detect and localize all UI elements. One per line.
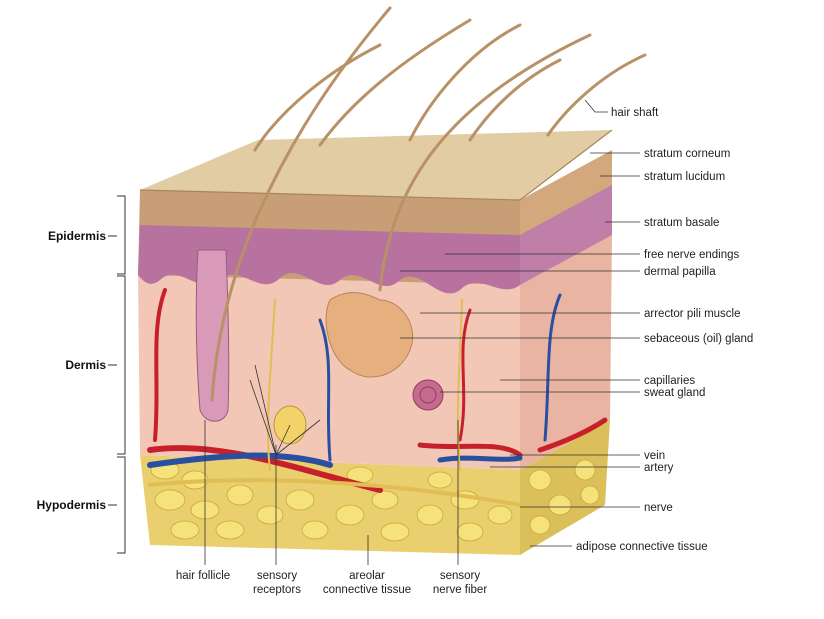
label-epidermis: Epidermis (48, 229, 106, 243)
label-sebaceous-gland: sebaceous (oil) gland (644, 333, 753, 345)
hair-follicle-shape (195, 249, 230, 422)
label-hair-shaft: hair shaft (611, 107, 659, 119)
label-sensory-receptors-line1: sensory (257, 570, 298, 582)
label-arrector-pili-muscle: arrector pili muscle (644, 308, 741, 320)
sebaceous-gland-shape (325, 292, 414, 378)
hair-shafts (210, 6, 647, 402)
stratum-basale-layer (138, 225, 520, 294)
label-sensory-receptors-line2: receptors (253, 584, 301, 596)
label-sensory-nerve-fiber-line2: nerve fiber (433, 584, 488, 596)
side-basale (520, 185, 612, 285)
label-areolar-line2: connective tissue (323, 584, 411, 596)
bottom-leader-lines (204, 364, 459, 565)
label-stratum-lucidum: stratum lucidum (644, 171, 725, 183)
label-artery: artery (644, 462, 674, 474)
dermis-side (520, 235, 612, 470)
label-hair-follicle: hair follicle (176, 570, 230, 582)
adipose-globules (150, 459, 600, 542)
label-sensory-nerve-fiber-line1: sensory (440, 570, 481, 582)
label-hypodermis: Hypodermis (37, 498, 107, 512)
sweat-gland-coil (419, 386, 437, 404)
layer-brackets (108, 195, 126, 554)
label-stratum-corneum: stratum corneum (644, 148, 730, 160)
label-capillaries: capillaries (644, 375, 695, 387)
label-dermal-papilla: dermal papilla (644, 266, 716, 278)
nerves (148, 299, 522, 507)
label-nerve: nerve (644, 502, 673, 514)
label-free-nerve-endings: free nerve endings (644, 249, 740, 261)
sweat-gland-shape (412, 379, 444, 411)
veins (147, 293, 562, 468)
label-dermis: Dermis (65, 358, 106, 372)
label-sweat-gland: sweat gland (644, 387, 705, 399)
label-adipose-connective-tissue: adipose connective tissue (576, 541, 708, 553)
label-stratum-basale: stratum basale (644, 217, 719, 229)
right-leader-lines (400, 99, 640, 547)
label-areolar-line1: areolar (349, 570, 385, 582)
label-vein: vein (644, 450, 665, 462)
